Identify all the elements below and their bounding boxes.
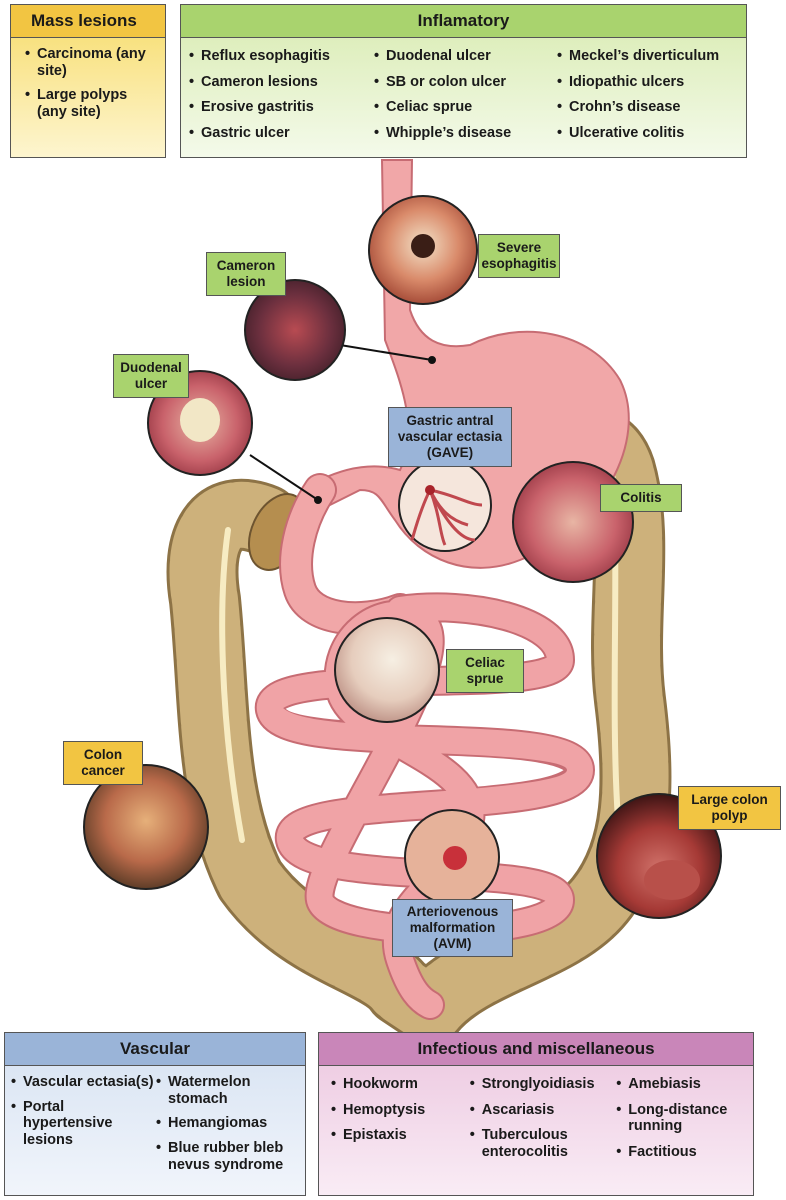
- mass-lesions-box: Mass lesions Carcinoma (any site) Large …: [10, 4, 166, 158]
- label-severe-esophagitis: Severe esophagitis: [478, 234, 560, 278]
- endoscopy-colon-cancer: [83, 764, 209, 890]
- vascular-item: Blue rubber bleb nevus syndrome: [156, 1140, 305, 1173]
- infectious-title: Infectious and miscellaneous: [319, 1033, 753, 1066]
- vascular-title: Vascular: [5, 1033, 305, 1066]
- label-colon-cancer: Colon cancer: [63, 741, 143, 785]
- vascular-item: Hemangiomas: [156, 1115, 305, 1132]
- infectious-item: Tuberculous enterocolitis: [470, 1127, 617, 1160]
- label-colitis: Colitis: [600, 484, 682, 512]
- vascular-item: Portal hypertensive lesions: [11, 1099, 156, 1149]
- inflammatory-item: Erosive gastritis: [189, 99, 374, 116]
- inflammatory-item: Celiac sprue: [374, 99, 557, 116]
- inflammatory-item: Meckel’s diverticulum: [557, 48, 746, 65]
- inflammatory-item: Gastric ulcer: [189, 125, 374, 142]
- infectious-item: Amebiasis: [616, 1076, 753, 1093]
- leader-lines: [249, 344, 436, 504]
- infectious-item: Hookworm: [331, 1076, 470, 1093]
- label-duodenal-ulcer: Duodenal ulcer: [113, 354, 189, 398]
- vascular-item: Watermelon stomach: [156, 1074, 305, 1107]
- inflammatory-title: Inflamatory: [181, 5, 746, 38]
- inflammatory-item: SB or colon ulcer: [374, 74, 557, 91]
- endoscopy-cameron-lesion: [244, 279, 346, 381]
- infectious-item: Stronglyoidiasis: [470, 1076, 617, 1093]
- vascular-item: Vascular ectasia(s): [11, 1074, 156, 1091]
- inflammatory-item: Cameron lesions: [189, 74, 374, 91]
- infectious-item: Factitious: [616, 1144, 753, 1161]
- infectious-item: Hemoptysis: [331, 1102, 470, 1119]
- infectious-item: Long-distance running: [616, 1102, 753, 1135]
- label-cameron-lesion: Cameron lesion: [206, 252, 286, 296]
- endoscopy-colitis: [512, 461, 634, 583]
- mass-lesions-item: Large polyps (any site): [25, 87, 157, 120]
- mass-lesions-title: Mass lesions: [11, 5, 165, 38]
- small-bowel: [255, 592, 596, 1020]
- inflammatory-item: Reflux esophagitis: [189, 48, 374, 65]
- label-avm: Arteriovenous malformation (AVM): [392, 899, 513, 957]
- inflammatory-item: Duodenal ulcer: [374, 48, 557, 65]
- endoscopy-celiac-sprue: [334, 617, 440, 723]
- label-gave: Gastric antral vascular ectasia (GAVE): [388, 407, 512, 467]
- label-large-colon-polyp: Large colon polyp: [678, 786, 781, 830]
- inflammatory-item: Ulcerative colitis: [557, 125, 746, 142]
- inflammatory-box: Inflamatory Reflux esophagitis Cameron l…: [180, 4, 747, 158]
- label-celiac-sprue: Celiac sprue: [446, 649, 524, 693]
- inflammatory-item: Crohn’s disease: [557, 99, 746, 116]
- infectious-box: Infectious and miscellaneous Hookworm He…: [318, 1032, 754, 1196]
- vascular-box: Vascular Vascular ectasia(s) Portal hype…: [4, 1032, 306, 1196]
- inflammatory-item: Whipple’s disease: [374, 125, 557, 142]
- mass-lesions-item: Carcinoma (any site): [25, 46, 157, 79]
- inflammatory-item: Idiopathic ulcers: [557, 74, 746, 91]
- infectious-item: Epistaxis: [331, 1127, 470, 1144]
- infectious-item: Ascariasis: [470, 1102, 617, 1119]
